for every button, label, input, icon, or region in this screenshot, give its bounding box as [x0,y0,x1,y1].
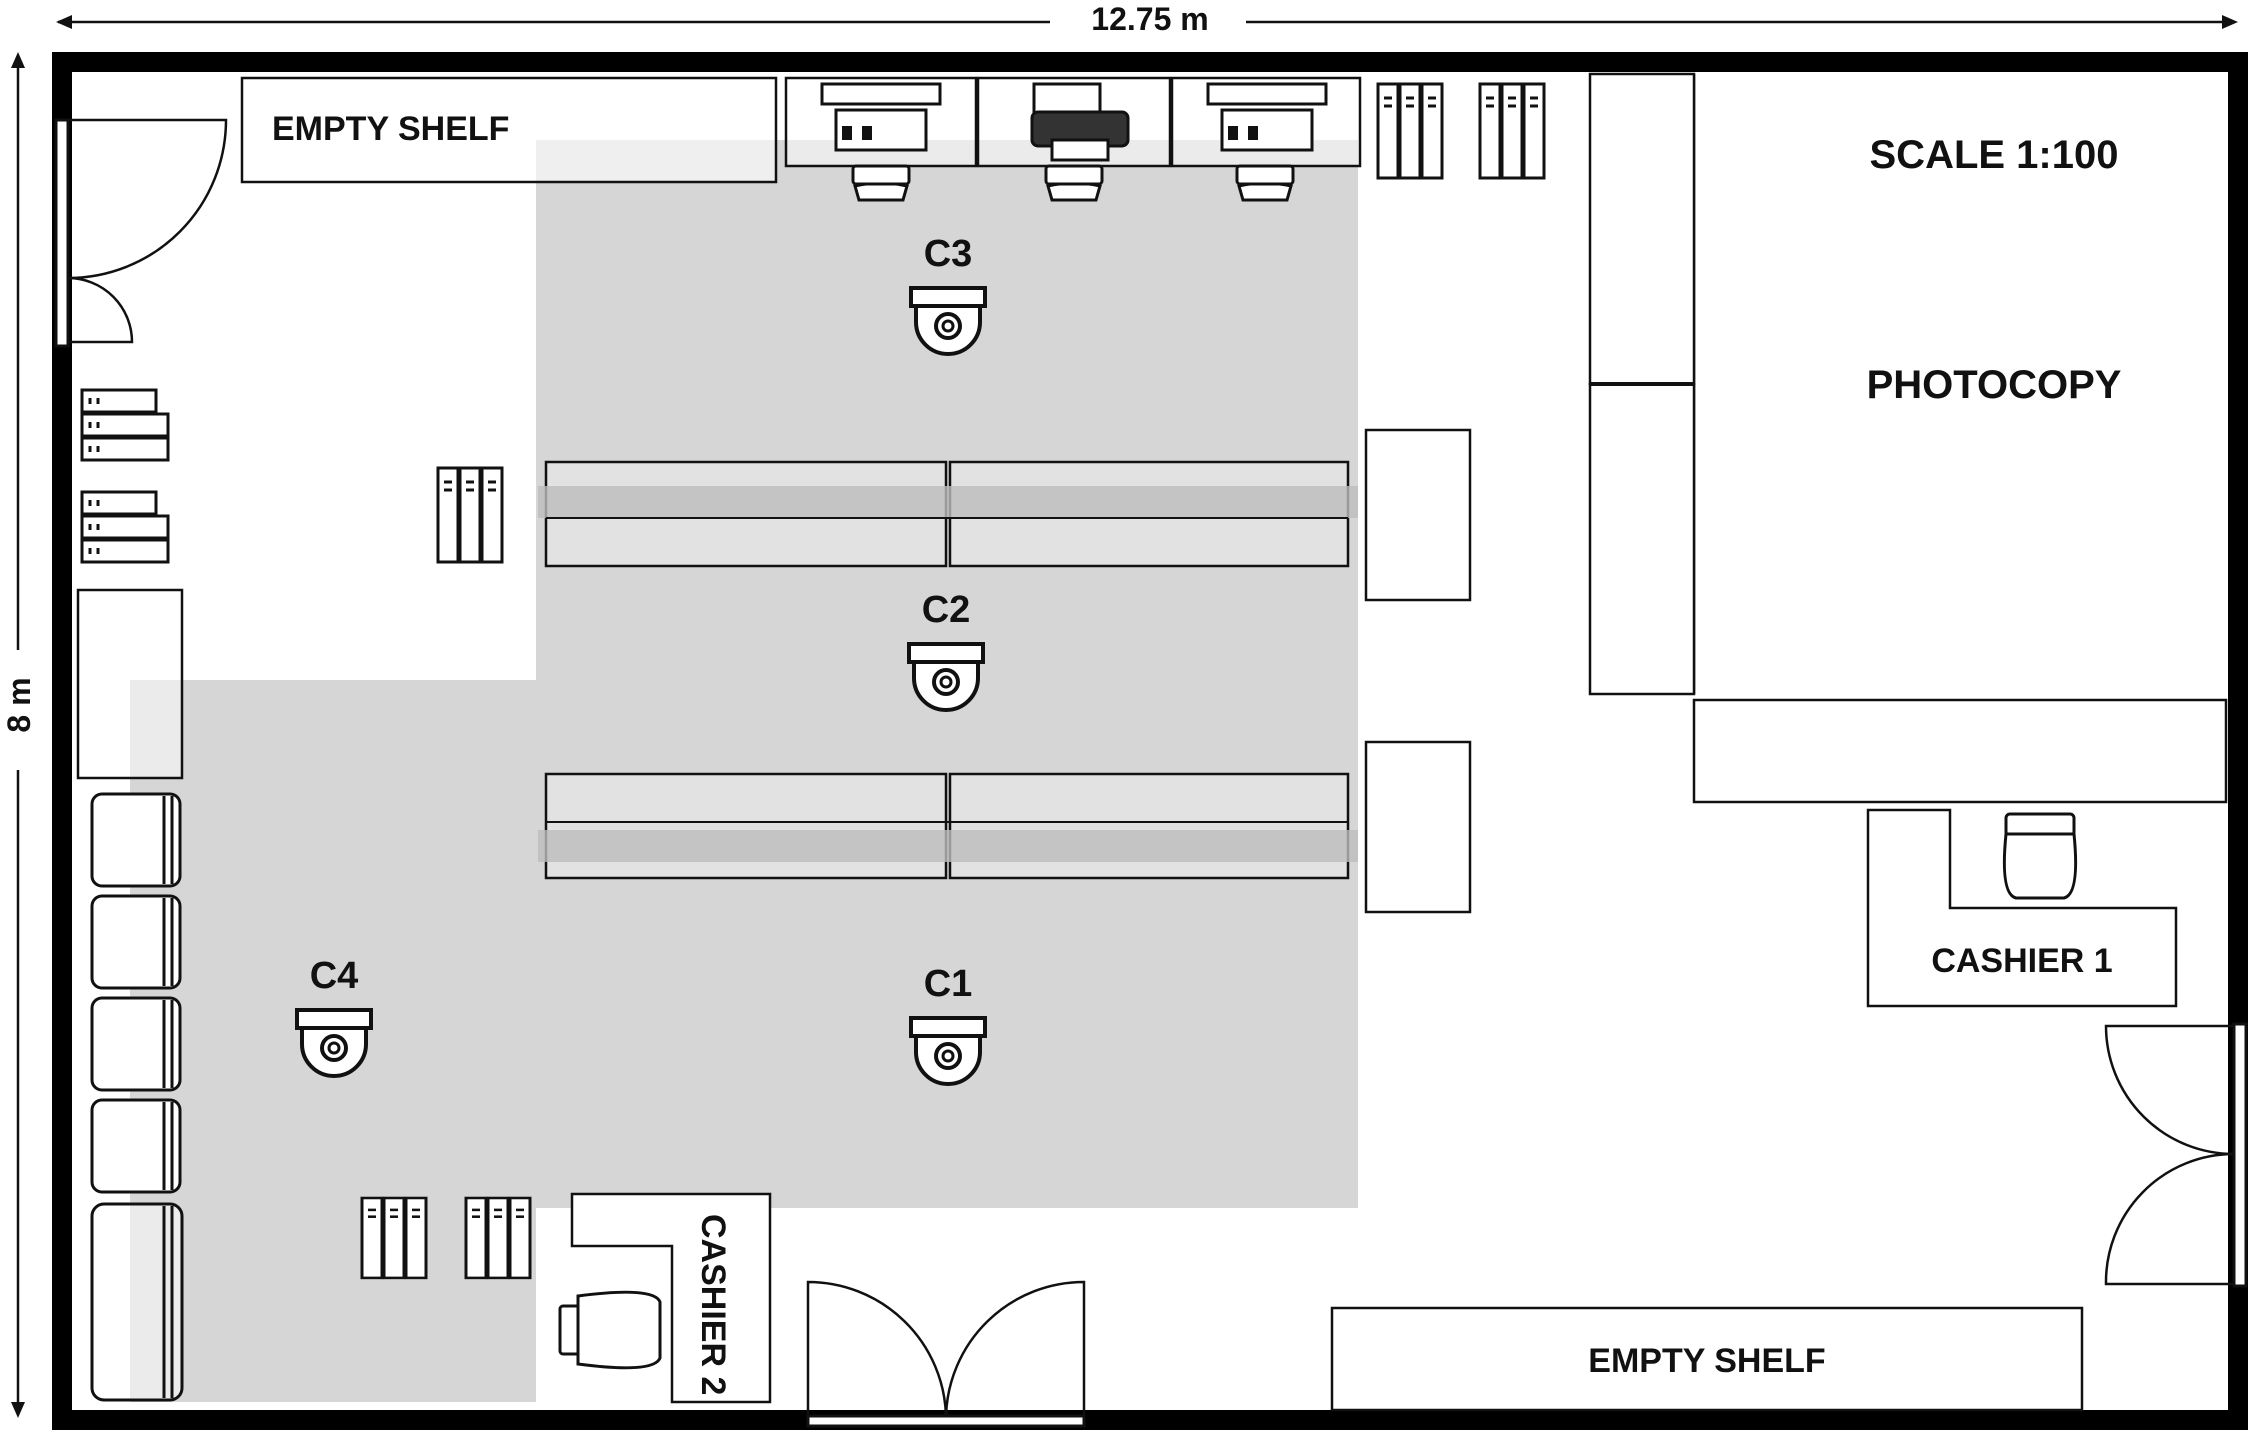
computer-desk-2 [1170,76,1362,202]
table-upper [538,460,1358,568]
locker-2 [90,894,182,990]
camera-c4-label: C4 [310,955,359,997]
counter [1692,698,2228,804]
binders-mid [436,466,504,564]
camera-c1: C1 [909,963,987,1086]
scale-label: SCALE 1:100 [1870,133,2119,177]
camera-c3: C3 [909,233,987,356]
binders-top [1376,82,1444,180]
left-door [54,118,228,348]
binders-top-2 [1478,82,1546,180]
binders-left-2 [80,490,170,564]
photocopy-room: SCALE 1:100 PHOTOCOPY [1588,72,2122,696]
camera-c2-label: C2 [922,589,971,631]
cashier-1-desk: CASHIER 1 [1866,808,2178,1008]
height-dimension: 8 m [1,52,37,1418]
camera-c4: C4 [295,955,373,1078]
height-label: 8 m [1,677,37,732]
camera-c3-label: C3 [924,233,973,275]
empty-shelf-bottom: EMPTY SHELF [1330,1306,2084,1412]
cashier-2-label: CASHIER 2 [694,1214,732,1395]
cashier-1-label: CASHIER 1 [1931,942,2112,980]
photocopy-label: PHOTOCOPY [1867,363,2122,407]
camera-c2: C2 [907,589,985,712]
camera-c1-label: C1 [924,963,973,1005]
computer-desk-1 [784,76,978,202]
side-table-upper [1364,428,1472,602]
right-door [2104,1022,2248,1288]
locker-5 [90,1202,184,1402]
side-table-lower [1364,740,1472,914]
left-cabinet [76,588,184,780]
outer-wall [52,52,2248,1430]
locker-4 [90,1098,182,1194]
cashier-2-desk: CASHIER 2 [558,1192,772,1404]
binders-left-1 [80,388,170,462]
width-dimension: 12.75 m [56,1,2238,37]
printer-desk [976,76,1172,202]
locker-1 [90,792,182,888]
table-lower [538,772,1358,880]
width-label: 12.75 m [1091,1,1208,37]
empty-shelf-top: EMPTY SHELF [240,76,778,184]
entrance-door [806,1280,1086,1428]
locker-3 [90,996,182,1092]
empty-shelf-top-label: EMPTY SHELF [272,110,509,148]
empty-shelf-bottom-label: EMPTY SHELF [1588,1342,1825,1380]
